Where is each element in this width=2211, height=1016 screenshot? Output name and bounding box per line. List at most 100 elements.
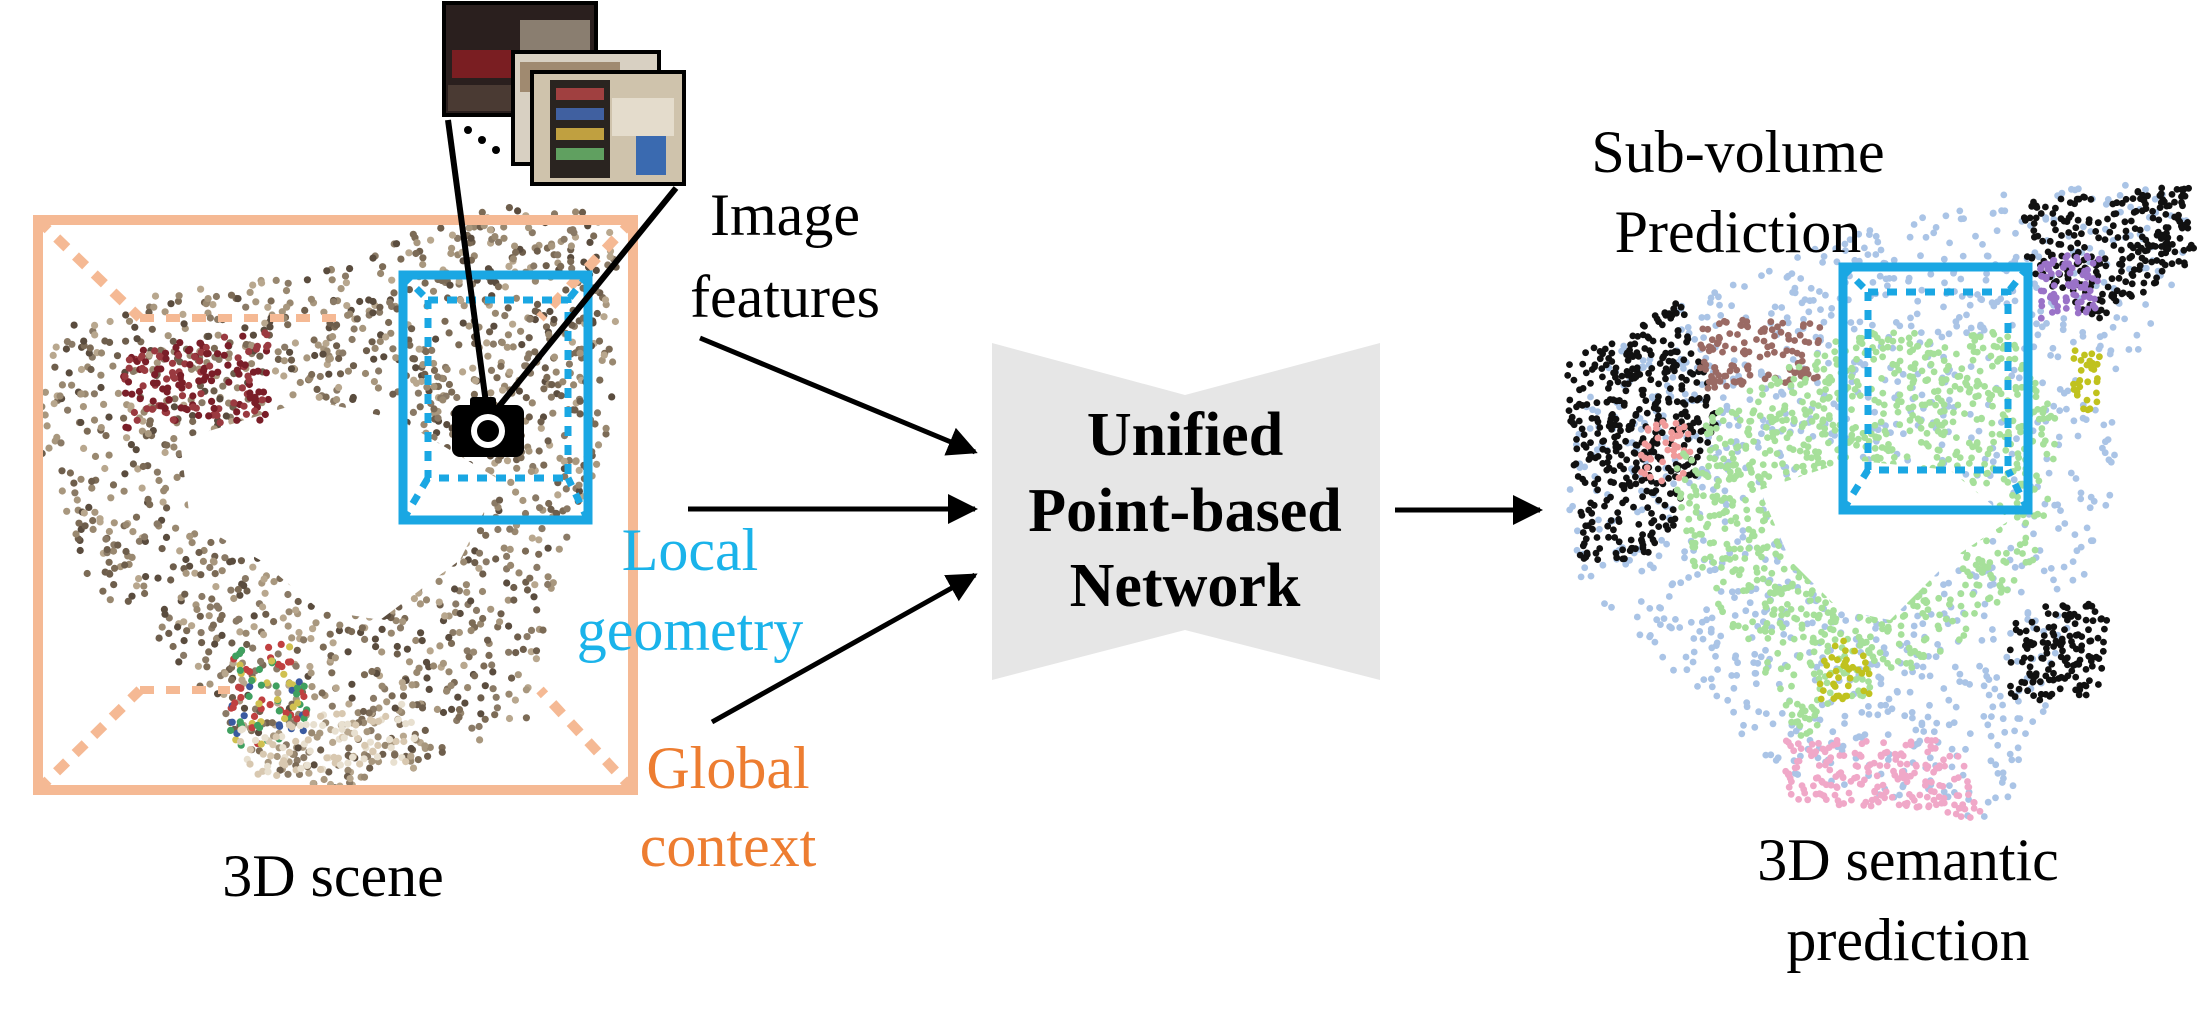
point xyxy=(242,410,250,418)
point xyxy=(261,410,269,419)
point xyxy=(1723,382,1730,390)
point xyxy=(1740,339,1748,347)
point xyxy=(344,759,352,767)
point xyxy=(503,579,511,587)
point xyxy=(1755,398,1762,406)
point xyxy=(315,393,323,401)
point xyxy=(2000,191,2008,199)
point xyxy=(2062,305,2070,312)
point xyxy=(481,715,489,723)
point xyxy=(378,682,386,690)
point xyxy=(1641,440,1649,448)
point xyxy=(1632,410,1640,418)
point xyxy=(79,403,87,411)
point xyxy=(1681,554,1688,562)
point xyxy=(311,693,319,701)
point xyxy=(559,378,567,386)
point xyxy=(1946,396,1953,404)
point xyxy=(593,409,602,417)
point xyxy=(433,705,441,714)
point xyxy=(1794,700,1801,708)
point xyxy=(1643,409,1651,417)
point xyxy=(504,304,512,312)
point xyxy=(66,469,74,477)
point xyxy=(2162,224,2170,231)
point xyxy=(1596,355,1604,363)
point xyxy=(593,309,601,318)
point xyxy=(1926,754,1934,762)
point xyxy=(336,370,345,378)
point xyxy=(390,289,398,297)
point xyxy=(1820,365,1828,373)
point xyxy=(197,390,205,398)
point xyxy=(2180,246,2188,254)
point xyxy=(296,722,304,730)
point xyxy=(1678,382,1686,390)
point xyxy=(537,418,545,426)
point xyxy=(1697,341,1705,349)
point xyxy=(2000,475,2008,483)
point xyxy=(1926,672,1934,680)
point xyxy=(493,704,501,712)
point xyxy=(412,636,420,645)
point xyxy=(124,378,133,386)
point xyxy=(1988,574,1996,582)
point xyxy=(328,276,336,284)
point xyxy=(317,765,325,774)
point xyxy=(1829,728,1837,736)
point xyxy=(542,262,550,270)
point xyxy=(2138,254,2146,262)
point xyxy=(1790,635,1798,643)
point xyxy=(1662,522,1670,530)
point xyxy=(267,297,275,305)
point xyxy=(1714,338,1722,346)
point xyxy=(278,733,286,741)
point xyxy=(1678,373,1686,381)
point xyxy=(326,355,334,363)
point xyxy=(2084,254,2092,262)
point xyxy=(1816,716,1824,724)
point xyxy=(528,399,536,407)
point xyxy=(422,658,431,666)
point xyxy=(2059,321,2067,329)
point xyxy=(1881,427,1889,435)
point xyxy=(1752,680,1760,688)
point xyxy=(2068,185,2075,193)
point xyxy=(228,676,236,684)
point xyxy=(489,685,497,693)
point xyxy=(1654,434,1662,442)
point xyxy=(572,457,580,465)
point xyxy=(237,693,245,702)
point xyxy=(210,404,218,412)
point xyxy=(1877,680,1885,688)
point xyxy=(567,258,575,266)
point xyxy=(76,546,84,555)
point xyxy=(1672,420,1680,427)
point xyxy=(240,402,248,410)
point xyxy=(1715,408,1722,416)
point xyxy=(1906,416,1914,424)
point xyxy=(1825,359,1832,367)
point xyxy=(306,662,314,671)
point xyxy=(2106,350,2114,358)
point xyxy=(1698,618,1706,626)
point xyxy=(1993,598,2001,606)
point xyxy=(1917,417,1924,425)
point xyxy=(209,621,217,629)
point xyxy=(2121,315,2129,323)
point xyxy=(208,397,216,405)
point xyxy=(288,634,296,642)
point xyxy=(351,729,359,737)
point xyxy=(1814,614,1822,622)
point xyxy=(234,354,242,362)
point xyxy=(1670,305,1678,313)
point xyxy=(1767,381,1775,389)
point xyxy=(180,320,188,328)
point xyxy=(596,376,604,384)
point xyxy=(2041,437,2049,445)
point xyxy=(519,496,527,505)
point xyxy=(171,374,179,382)
point xyxy=(1693,396,1701,404)
point xyxy=(122,389,130,397)
point xyxy=(141,589,149,598)
